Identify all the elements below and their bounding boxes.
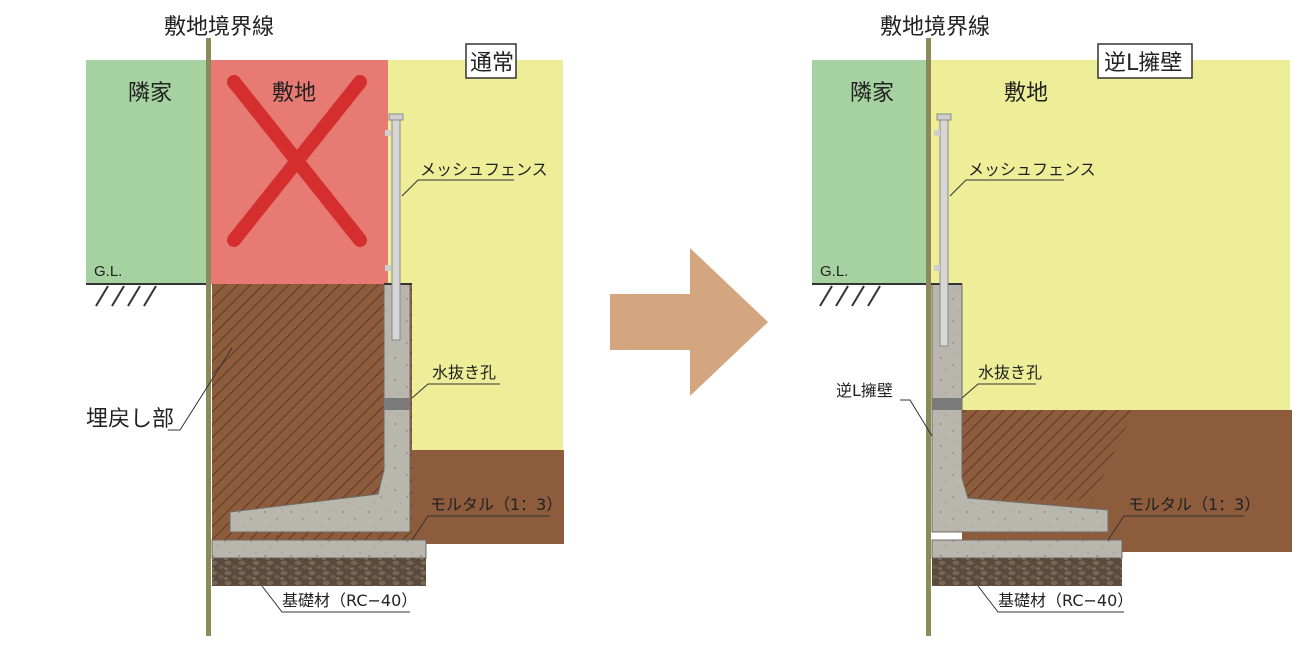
site-area (388, 60, 563, 450)
ground-hatch-icon (819, 285, 881, 307)
neighbor-label: 隣家 (128, 81, 172, 106)
mesh-fence-right (934, 113, 952, 347)
neighbor-area (86, 60, 208, 284)
boundary-label: 敷地境界線 (164, 15, 274, 40)
gravel-base-right (932, 558, 1122, 586)
natural-soil (412, 450, 564, 544)
boundary-label-right: 敷地境界線 (880, 15, 990, 40)
mortar-layer-right (931, 539, 1123, 559)
gravel-base (212, 558, 426, 586)
mortar-layer (211, 539, 427, 559)
drain-label-right: 水抜き孔 (978, 363, 1042, 382)
wall-label-right: 逆L擁壁 (836, 381, 893, 400)
normal-wall-panel: 敷地境界線 隣家 敷地 通常 G.L. メッシュフェンス 水抜き孔 埋戻し部 モ… (86, 15, 564, 636)
base-label: 基礎材（RC−40） (282, 591, 417, 610)
boundary-line-pole (206, 38, 211, 636)
site-label: 敷地 (272, 81, 316, 106)
cross-icon (227, 75, 367, 247)
drain-pipe (384, 398, 410, 410)
mode-label-box (465, 43, 517, 79)
arrow-right-icon (610, 248, 768, 396)
neighbor-label-right: 隣家 (850, 81, 894, 106)
backfill-label: 埋戻し部 (86, 407, 174, 432)
gl-label-right: G.L. (820, 263, 848, 280)
inverted-l-wall-panel: 敷地境界線 隣家 敷地 逆L擁壁 G.L. メッシュフェンス 水抜き孔 逆L擁壁… (812, 15, 1292, 636)
neighbor-area-right (812, 60, 928, 284)
mortar-label-right: モルタル（1：3） (1128, 495, 1260, 514)
drain-pipe-right (932, 398, 962, 410)
drain-label: 水抜き孔 (432, 363, 496, 382)
ground-hatch-icon (95, 285, 157, 307)
gl-label: G.L. (94, 263, 122, 280)
mode-label: 通常 (470, 51, 514, 76)
mode-label-box-right (1097, 43, 1193, 79)
site-label-right: 敷地 (1004, 81, 1048, 106)
fence-label: メッシュフェンス (420, 160, 548, 179)
backfill-zone-right (962, 410, 1134, 500)
mode-label-right: 逆L擁壁 (1104, 51, 1182, 76)
mortar-label: モルタル（1：3） (430, 495, 562, 514)
mesh-fence (385, 113, 404, 341)
fence-label-right: メッシュフェンス (968, 160, 1096, 179)
base-label-right: 基礎材（RC−40） (998, 591, 1133, 610)
site-area-right (928, 60, 1290, 410)
boundary-line-pole-right (926, 38, 931, 636)
inverted-l-retaining-wall (931, 283, 1109, 533)
